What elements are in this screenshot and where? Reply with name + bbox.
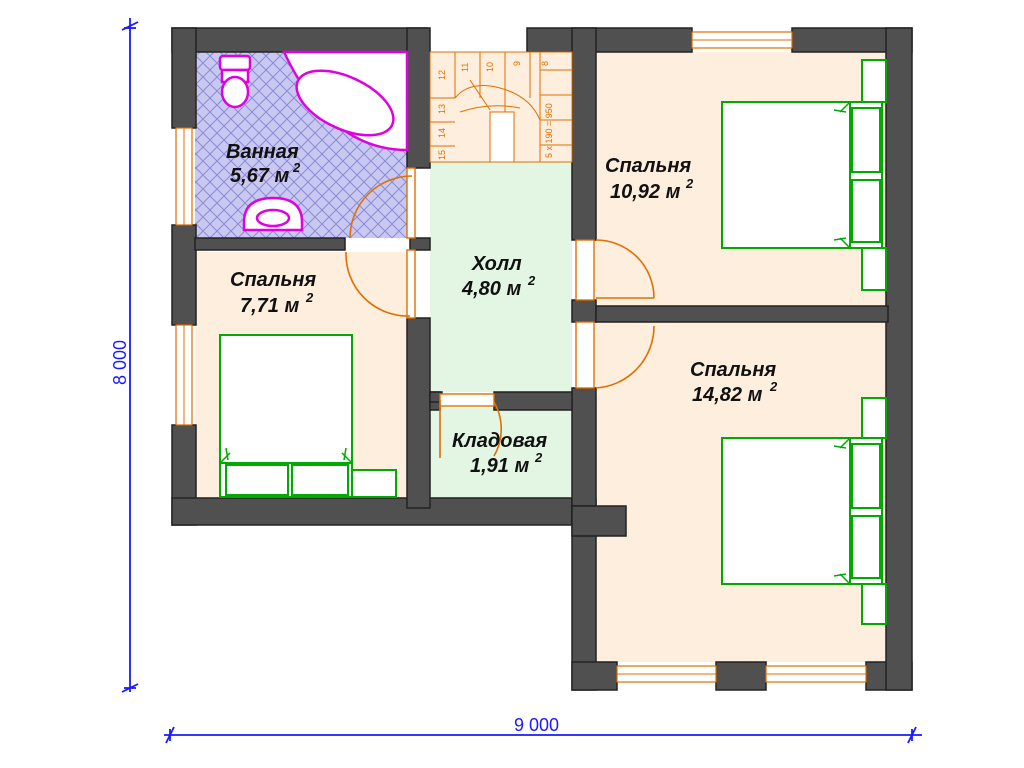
stair-size-label: 5 x 190 = 950 [544, 103, 554, 158]
room-name-storage: Кладовая [452, 430, 547, 452]
bed-se [721, 397, 887, 625]
room-area-bedroom-ne: 10,92 м [610, 181, 681, 203]
door-bedroom-w[interactable] [345, 249, 416, 319]
door-storage[interactable] [439, 393, 503, 458]
door-bedroom-ne[interactable] [575, 239, 655, 301]
stair-step-12: 12 [437, 70, 447, 80]
stair-step-14: 14 [437, 128, 447, 138]
label-hall: Холл 4,80 м 2 [461, 253, 536, 300]
windows [175, 31, 867, 683]
room-area-storage: 1,91 м [470, 455, 529, 477]
staircase: 8 9 10 11 12 13 14 15 5 x 190 = 950 [429, 51, 573, 163]
label-storage: Кладовая 1,91 м 2 [452, 430, 547, 477]
room-area-sup-bathroom: 2 [292, 160, 301, 175]
stair-step-11: 11 [460, 63, 470, 72]
label-bedroom-w: Спальня 7,71 м 2 [230, 269, 316, 317]
hall-floor [430, 160, 572, 392]
sink [242, 196, 304, 232]
room-name-bedroom-w: Спальня [230, 269, 316, 291]
dimension-width-label: 9 000 [514, 715, 559, 735]
room-name-bedroom-se: Спальня [690, 359, 776, 381]
stair-step-10: 10 [485, 62, 495, 72]
room-area-sup-storage: 2 [534, 450, 543, 465]
stair-step-15: 15 [437, 150, 447, 160]
dimension-width: 9 000 [164, 715, 922, 744]
room-name-bathroom: Ванная [226, 141, 299, 163]
room-area-hall: 4,80 м [461, 278, 521, 300]
bed-w [219, 334, 397, 498]
interior-walls [194, 27, 889, 537]
stair-step-8: 8 [540, 61, 550, 66]
room-area-sup-bedroom-ne: 2 [685, 176, 694, 191]
door-bathroom[interactable] [349, 167, 416, 239]
stair-step-13: 13 [437, 104, 447, 114]
label-bedroom-ne: Спальня 10,92 м 2 [605, 155, 694, 203]
room-area-bedroom-se: 14,82 м [692, 384, 763, 406]
room-name-bedroom-ne: Спальня [605, 155, 691, 177]
room-area-sup-bedroom-se: 2 [769, 379, 778, 394]
label-bathroom: Ванная 5,67 м 2 [226, 141, 301, 187]
room-name-hall: Холл [471, 253, 522, 275]
dimension-height: 8 000 [110, 18, 139, 693]
room-area-sup-bedroom-w: 2 [305, 290, 314, 305]
room-area-sup-hall: 2 [527, 273, 536, 288]
door-bedroom-se[interactable] [575, 321, 655, 389]
bathtub [282, 50, 409, 152]
bed-ne [721, 59, 887, 291]
dimension-height-label: 8 000 [110, 340, 130, 385]
room-area-bathroom: 5,67 м [230, 165, 289, 187]
label-bedroom-se: Спальня 14,82 м 2 [690, 359, 778, 406]
stair-step-9: 9 [512, 61, 522, 66]
room-area-bedroom-w: 7,71 м [240, 295, 299, 317]
toilet [218, 54, 252, 109]
